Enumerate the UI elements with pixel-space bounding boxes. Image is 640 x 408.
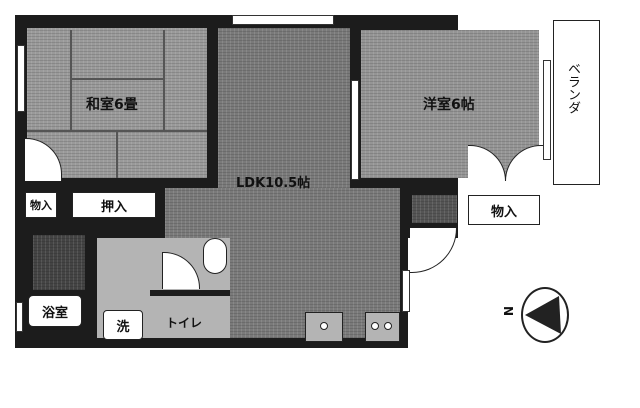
room-toilet	[162, 296, 230, 338]
veranda	[553, 20, 600, 185]
tatami-line	[116, 132, 118, 178]
window-top	[232, 15, 334, 25]
room-label-youshitsu: 洋室6帖	[423, 97, 475, 113]
room-label-washitsu: 和室6畳	[86, 97, 138, 113]
room-ldk	[218, 28, 350, 188]
storage-monoire-right: 物入	[468, 195, 540, 225]
tatami-line	[163, 30, 165, 130]
window-left	[17, 45, 25, 112]
storage-label: 物入	[30, 199, 52, 212]
bath-tub	[33, 235, 85, 290]
washer-space: 洗	[103, 310, 143, 340]
room-youshitsu	[361, 30, 539, 178]
burner-icon	[384, 322, 392, 330]
storage-monoire-left: 物入	[25, 192, 57, 218]
window-veranda	[543, 60, 551, 160]
storage-label: 物入	[490, 204, 517, 220]
washbasin	[203, 238, 227, 274]
room-label-ldk: LDK10.5帖	[236, 176, 311, 191]
north-arrow-icon	[525, 296, 561, 334]
tatami-line	[70, 78, 165, 80]
room-label-bathroom: 浴室	[41, 305, 68, 321]
burner-icon	[371, 322, 379, 330]
storage-label: 押入	[100, 199, 127, 215]
room-label-washer: 洗	[116, 319, 130, 335]
room-label-veranda: ベランダ	[565, 62, 580, 114]
sink-drain-icon	[320, 322, 328, 330]
room-label-toilet: トイレ	[166, 316, 203, 330]
shoe-cabinet	[412, 195, 457, 223]
room-bathroom: 浴室	[28, 295, 82, 327]
compass-label: N	[501, 305, 516, 317]
storage-oshiire: 押入	[72, 192, 156, 218]
window-ldk-youshitsu	[351, 80, 359, 180]
stove	[365, 312, 400, 342]
tatami-line	[70, 30, 72, 130]
window-bath	[16, 302, 23, 332]
tatami-line	[27, 130, 207, 132]
toilet-wall	[150, 290, 230, 296]
window-entrance	[402, 270, 410, 312]
